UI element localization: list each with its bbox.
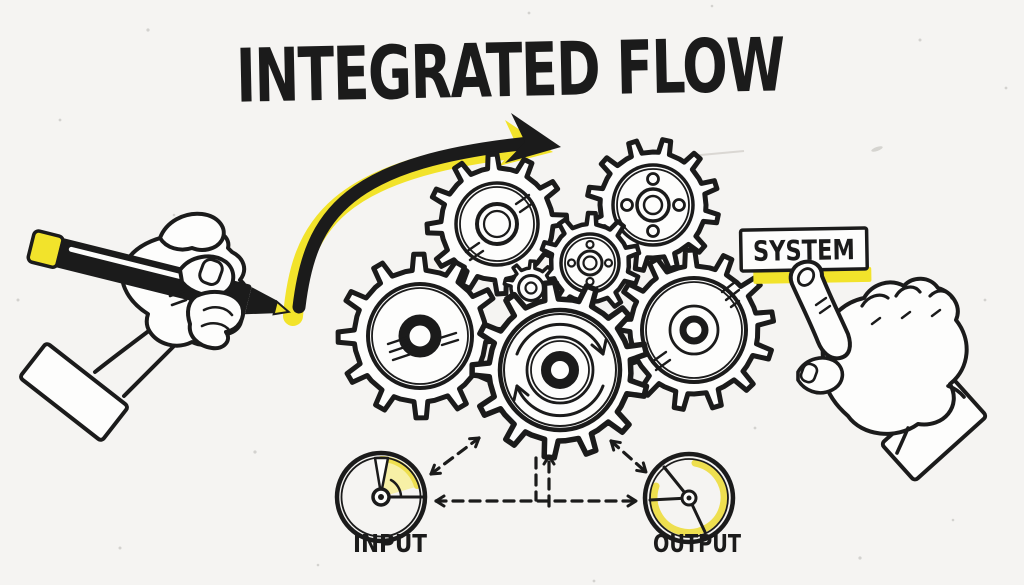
output-label: OUTPUT	[653, 529, 741, 558]
input-label: INPUT	[353, 529, 427, 558]
curved-arrow-icon	[283, 113, 561, 326]
gear-top-left-icon	[424, 151, 570, 297]
gear-cluster-icon	[335, 137, 776, 461]
gear-left-icon	[335, 251, 505, 421]
dashed-arrow-left-diagonal	[429, 436, 481, 476]
hand-holding-marker-icon	[19, 211, 291, 442]
thumbnail	[198, 258, 224, 286]
gear-middle-icon	[538, 210, 642, 316]
shirt-cuff-left	[19, 342, 129, 442]
gear-right-icon	[611, 247, 776, 412]
gauge-needle-up	[373, 456, 390, 496]
gear-center-icon	[469, 279, 650, 461]
input-gauge-icon: INPUT	[334, 450, 428, 558]
dashed-flow-arrows	[429, 436, 648, 508]
output-gauge-icon: OUTPUT	[642, 451, 741, 558]
fingernail	[796, 267, 816, 287]
pointing-hand-icon	[788, 259, 988, 482]
page-title: INTEGRATED FLOW	[235, 22, 785, 119]
dashed-arrow-right-diagonal	[609, 439, 648, 474]
rotation-arrows-icon	[512, 322, 608, 418]
